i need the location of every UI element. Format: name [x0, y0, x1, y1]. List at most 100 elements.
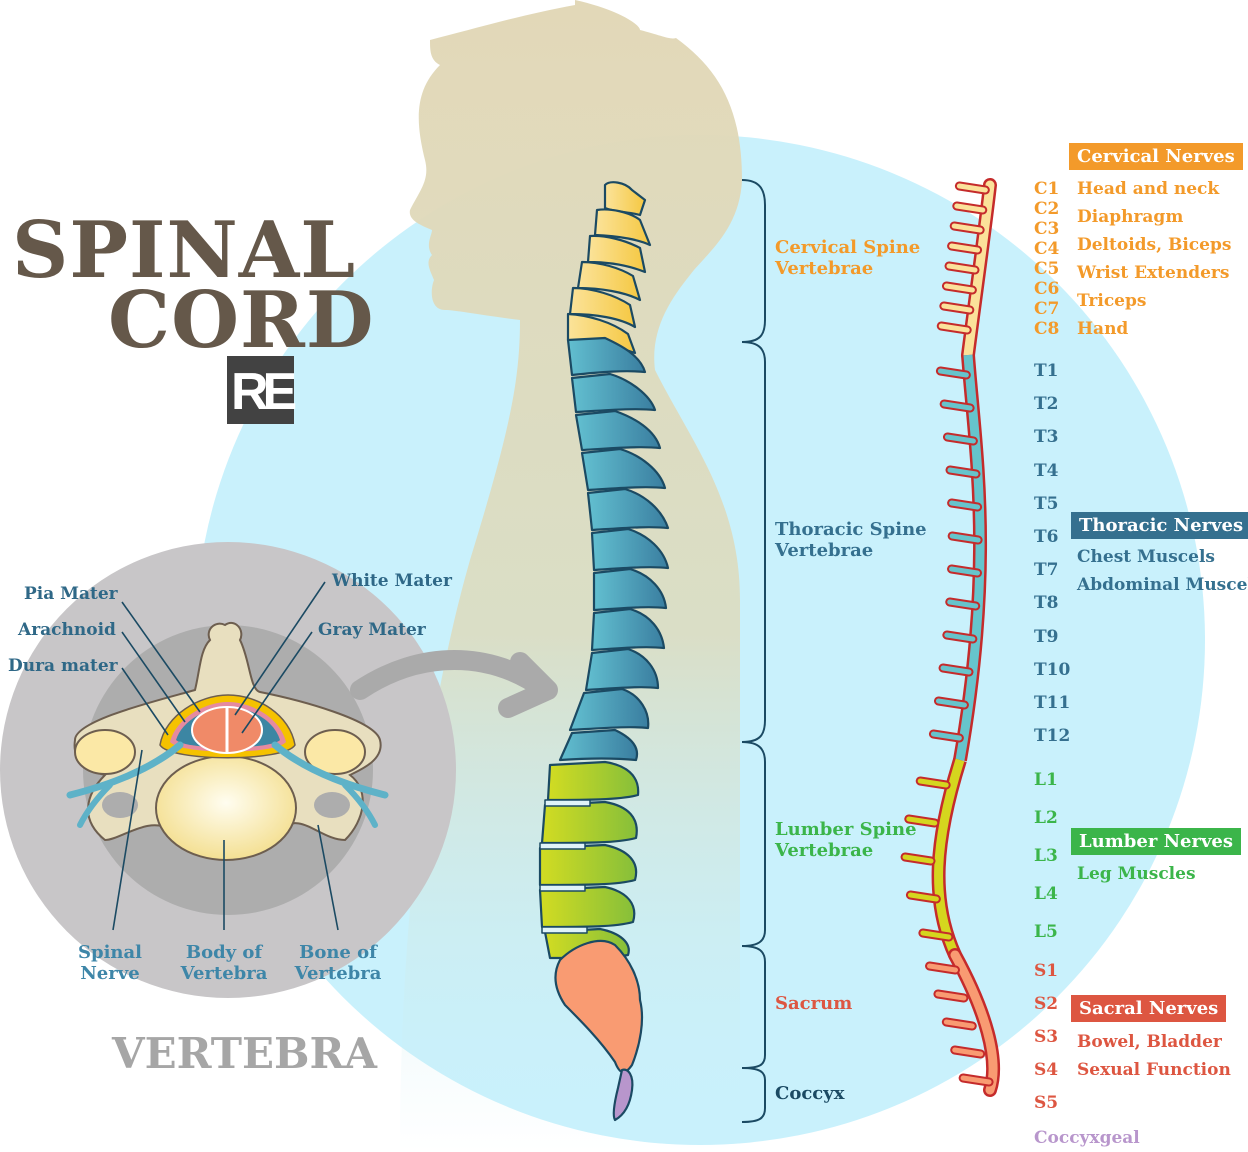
nerve-code-l5: L5	[1034, 922, 1058, 942]
nerve-code-t2: T2	[1034, 394, 1059, 415]
nerve-branch-fill	[935, 991, 967, 1001]
nerve-branch-fill	[927, 963, 958, 973]
nerve-branch-fill	[941, 303, 973, 313]
label-white-mater: White Mater	[332, 571, 452, 591]
nerve-code-c5: C5	[1034, 259, 1060, 279]
region-braces	[741, 179, 766, 1123]
label-bone-of-vertebra: Bone of Vertebra	[294, 942, 382, 984]
nerve-branch-fill	[954, 203, 986, 213]
nerve-branch-fill	[947, 599, 979, 609]
nerve-branch-fill	[960, 1075, 992, 1085]
logo: RE	[227, 356, 297, 424]
nerve-code-s2: S2	[1034, 994, 1059, 1014]
nerve-branch-fill	[949, 566, 981, 576]
nerve-code-t6: T6	[1034, 527, 1059, 547]
nerve-branch-fill	[952, 1047, 984, 1057]
nerve-function: Bowel, Bladder	[1077, 1032, 1222, 1052]
nerve-branch-fill	[935, 698, 967, 708]
nerve-code-c1: C1	[1034, 179, 1060, 199]
cervical-vertebrae	[566, 181, 652, 355]
label-body-of-vertebra: Body of Vertebra	[180, 942, 268, 984]
vertebra-title: VERTEBRA	[112, 1029, 378, 1078]
nerve-code-c4: C4	[1034, 239, 1060, 259]
nerve-function: Head and neck	[1077, 179, 1220, 199]
badge-thoracic-nerves: Thoracic Nerves	[1071, 512, 1248, 539]
nerve-code-t12: T12	[1034, 726, 1071, 747]
nerve-branch-fill	[956, 183, 988, 193]
label-spinal-nerve: Spinal Nerve	[77, 942, 142, 984]
spinal-cord-diagram	[900, 178, 1001, 1097]
nerve-code-c3: C3	[1034, 219, 1060, 239]
coccyx	[612, 1068, 634, 1122]
nerve-code-t4: T4	[1034, 460, 1059, 481]
thoracic-vertebrae	[558, 336, 670, 762]
sacrum	[554, 940, 644, 1074]
nerve-code-s1: S1	[1034, 961, 1059, 981]
nerve-branch-fill	[944, 434, 976, 444]
nerve-function: Diaphragm	[1077, 207, 1184, 227]
title-line-1: SPINAL	[12, 205, 357, 296]
label-arachnoid: Arachnoid	[18, 620, 116, 640]
nerve-code-t5: T5	[1034, 493, 1059, 514]
nerve-branch-fill	[902, 854, 934, 864]
nerve-code-l3: L3	[1034, 846, 1058, 866]
nerve-branch-fill	[917, 778, 949, 788]
body-silhouette	[400, 0, 742, 1152]
region-sacrum: Sacrum	[775, 993, 853, 1014]
nerve-function: Hand	[1077, 319, 1129, 339]
label-gray-mater: Gray Mater	[318, 620, 426, 640]
nerve-branch-fill	[943, 1019, 975, 1029]
nerve-branch-fill	[941, 401, 973, 411]
nerve-branch-fill	[930, 731, 962, 741]
nerve-branch-fill	[946, 263, 978, 273]
nerve-function: Sexual Function	[1077, 1060, 1231, 1080]
nerve-branch-fill	[938, 323, 970, 333]
spine-column	[538, 181, 670, 1122]
nerve-branch-fill	[949, 533, 981, 543]
nerve-code-t8: T8	[1034, 593, 1059, 614]
nerve-branch-fill	[920, 930, 952, 940]
logo-text: RE	[231, 363, 297, 421]
nerve-code-s4: S4	[1034, 1060, 1059, 1080]
nerve-code-l4: L4	[1034, 884, 1058, 904]
nerve-function: Wrist Extenders	[1077, 263, 1230, 283]
nerve-code-t3: T3	[1034, 427, 1059, 448]
nerve-code-c2: C2	[1034, 199, 1060, 219]
nerve-code-l2: L2	[1034, 808, 1058, 828]
nerve-code-t7: T7	[1034, 560, 1059, 581]
nerve-code-c6: C6	[1034, 279, 1060, 299]
vertebra-cross-section	[66, 581, 389, 931]
nerve-code-t11: T11	[1034, 693, 1071, 713]
nerve-branch-fill	[949, 243, 981, 253]
nerve-function: Leg Muscles	[1077, 864, 1196, 884]
nerve-code-s3: S3	[1034, 1027, 1059, 1047]
label-coccygeal: Coccyxgeal	[1034, 1128, 1140, 1148]
nerve-branch-fill	[944, 632, 976, 642]
region-coccyx: Coccyx	[775, 1083, 845, 1104]
nerve-code-t9: T9	[1034, 626, 1059, 647]
nerve-branch-fill	[907, 892, 939, 902]
nerve-code-l1: L1	[1034, 770, 1058, 790]
nerve-branch-fill	[940, 665, 972, 675]
nerve-branch-fill	[951, 223, 983, 233]
badge-cervical-nerves: Cervical Nerves	[1069, 143, 1243, 170]
nerve-function: Abdominal Muscels	[1077, 575, 1248, 595]
title-line-2: CORD	[108, 275, 375, 366]
nerve-function: Chest Muscels	[1077, 547, 1215, 567]
nerve-function: Deltoids, Biceps	[1077, 235, 1232, 255]
label-dura-mater: Dura mater	[8, 656, 118, 676]
badge-lumbar-nerves: Lumber Nerves	[1071, 828, 1242, 855]
nerve-code-t10: T10	[1034, 659, 1071, 680]
nerve-branch-fill	[947, 467, 979, 477]
label-pia-mater: Pia Mater	[24, 584, 118, 604]
nerve-function: Triceps	[1077, 291, 1147, 311]
nerve-branch-fill	[906, 816, 938, 826]
nerve-branch-fill	[943, 283, 975, 293]
nerve-code-s5: S5	[1034, 1093, 1059, 1113]
nerve-branch-fill	[937, 368, 969, 378]
badge-sacral-nerves: Sacral Nerves	[1071, 995, 1227, 1022]
